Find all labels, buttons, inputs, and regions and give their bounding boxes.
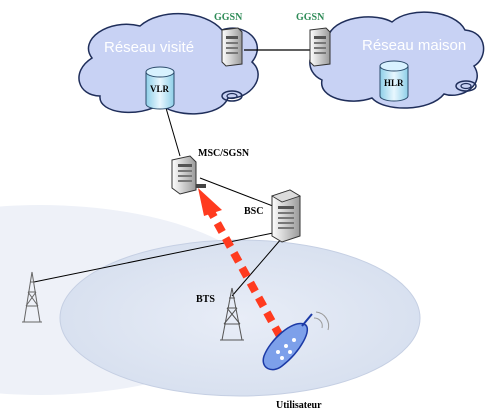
network-label-home: Réseau maison bbox=[362, 37, 466, 54]
hlr-label: HLR bbox=[384, 78, 404, 88]
cell-coverage-main bbox=[59, 239, 421, 397]
cloud-swirl-icon bbox=[221, 90, 243, 102]
signal-path-arrow bbox=[198, 188, 284, 338]
ggsn-server-icon bbox=[221, 27, 243, 67]
link-msc-bsc bbox=[199, 177, 279, 209]
ggsn-label-right: GGSN bbox=[296, 12, 325, 23]
mobile-phone-icon bbox=[262, 311, 330, 371]
cloud-swirl-icon bbox=[455, 80, 477, 92]
link-bsc-bts-left bbox=[33, 231, 279, 283]
hlr-database-icon bbox=[379, 60, 409, 102]
bts-tower-icon-center bbox=[220, 287, 244, 341]
cloud-visited-network bbox=[78, 13, 259, 115]
radio-waves-icon bbox=[313, 311, 330, 331]
links bbox=[33, 49, 312, 297]
bts-tower-icon-left bbox=[22, 271, 42, 323]
msc-sgsn-label: MSC/SGSN bbox=[198, 148, 250, 159]
network-label-visited: Réseau visité bbox=[104, 39, 194, 56]
link-vlr-msc bbox=[165, 107, 181, 157]
bsc-server-icon bbox=[271, 189, 301, 243]
cloud-home-network bbox=[309, 11, 485, 109]
user-label: Utilisateur bbox=[276, 400, 322, 411]
ggsn-label-left: GGSN bbox=[214, 12, 243, 23]
link-bsc-bts-center bbox=[231, 237, 283, 297]
vlr-label: VLR bbox=[150, 84, 170, 94]
ggsn-server-icon bbox=[309, 27, 331, 67]
vlr-database-icon bbox=[145, 66, 175, 110]
bts-label: BTS bbox=[196, 294, 215, 305]
msc-sgsn-server-icon bbox=[171, 155, 206, 195]
bsc-label: BSC bbox=[244, 206, 263, 217]
